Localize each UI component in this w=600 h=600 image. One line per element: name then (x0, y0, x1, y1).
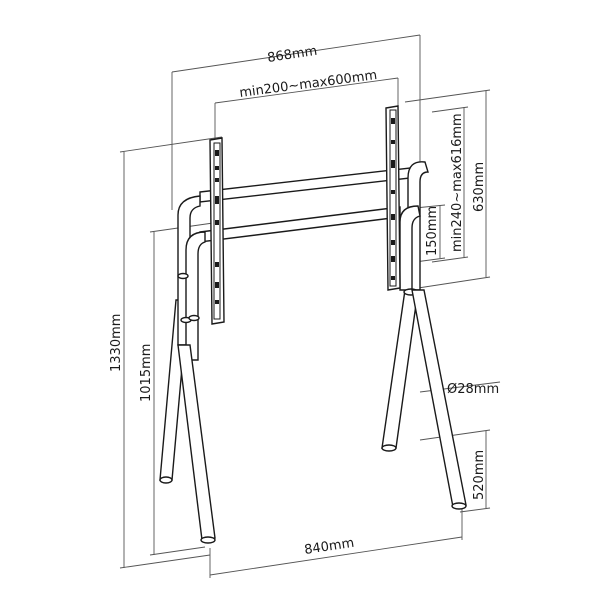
label-bracket-height: 630mm (472, 162, 487, 212)
lower-crossbar (199, 206, 401, 243)
label-tube-diameter: Ø28mm (447, 382, 499, 397)
label-adjust-step: 150mm (425, 206, 440, 256)
upper-crossbar (199, 167, 411, 203)
left-vesa-rail (209, 137, 225, 325)
label-vesa-vertical: min240~max616mm (450, 113, 465, 252)
right-rear-leg (381, 289, 419, 449)
label-vesa-horizontal: min200~max600mm (239, 68, 378, 101)
label-total-height: 1330mm (109, 314, 124, 372)
label-foot-height: 520mm (472, 450, 487, 500)
label-overall-width: 868mm (266, 44, 318, 66)
right-vesa-rail (385, 105, 401, 291)
right-upright (407, 161, 429, 291)
front-left-leg (177, 344, 216, 541)
stand-frame (159, 105, 467, 544)
front-right-leg (411, 289, 467, 508)
label-base-width: 840mm (303, 536, 355, 558)
label-min-height: 1015mm (139, 344, 154, 402)
dimension-lines (119, 34, 501, 578)
